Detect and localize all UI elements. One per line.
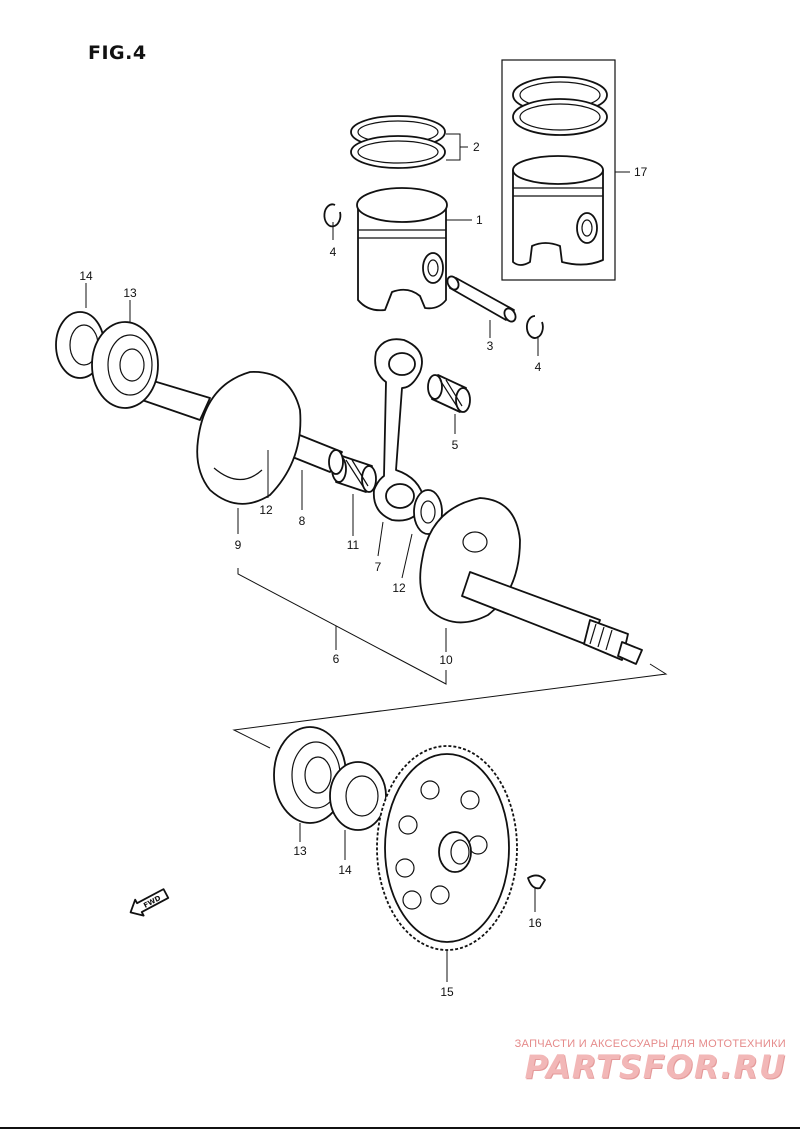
callout-13: 13	[123, 286, 137, 300]
gear[interactable]	[376, 745, 518, 951]
callout-17: 17	[634, 165, 648, 179]
callout-10: 10	[439, 653, 453, 667]
circlip-left[interactable]	[323, 203, 342, 228]
callout-1: 1	[476, 213, 483, 227]
leader-lines	[85, 133, 630, 982]
callout-12-left: 12	[259, 503, 273, 517]
bearing-left[interactable]	[91, 321, 159, 409]
callout-11: 11	[347, 538, 360, 552]
callout-16: 16	[528, 916, 542, 930]
callout-9: 9	[235, 538, 242, 552]
callout-7: 7	[375, 560, 382, 574]
fwd-arrow-icon: FWD	[129, 888, 170, 917]
piston[interactable]	[356, 187, 448, 312]
piston-ring-set[interactable]	[350, 115, 446, 169]
callout-2: 2	[473, 140, 480, 154]
circlip-right[interactable]	[526, 315, 544, 339]
watermark-logo: PARTSFOR.RU	[524, 1048, 786, 1086]
assembly-bracket	[237, 568, 447, 685]
callout-4-right: 4	[535, 360, 542, 374]
callout-3: 3	[487, 339, 494, 353]
callout-13-right: 13	[293, 844, 307, 858]
callout-14-right: 14	[338, 863, 352, 877]
connecting-rod[interactable]	[372, 338, 425, 522]
shaft-axis-line	[232, 663, 668, 749]
callout-8: 8	[299, 514, 306, 528]
needle-bearing-small[interactable]	[427, 374, 471, 413]
woodruff-key[interactable]	[527, 874, 546, 890]
callout-5: 5	[452, 438, 459, 452]
watermark-tagline: ЗАПЧАСТИ И АКСЕССУАРЫ ДЛЯ МОТОТЕХНИКИ	[514, 1038, 786, 1050]
watermark: ЗАПЧАСТИ И АКСЕССУАРЫ ДЛЯ МОТОТЕХНИКИ PA…	[486, 1038, 786, 1086]
callout-15: 15	[440, 985, 454, 999]
crank-web-right[interactable]	[419, 497, 643, 665]
callout-6: 6	[333, 652, 340, 666]
piston-kit-box[interactable]	[501, 59, 616, 281]
figure-title: FIG.4	[88, 42, 147, 64]
callout-12-right: 12	[392, 581, 406, 595]
oil-seal-right[interactable]	[329, 761, 387, 831]
crank-web-left[interactable]	[127, 371, 302, 505]
callout-4-left: 4	[330, 245, 337, 259]
piston-pin[interactable]	[445, 274, 518, 323]
bottom-rule	[0, 1127, 800, 1129]
callout-14: 14	[79, 269, 93, 283]
thrust-washer-right[interactable]	[413, 489, 443, 535]
